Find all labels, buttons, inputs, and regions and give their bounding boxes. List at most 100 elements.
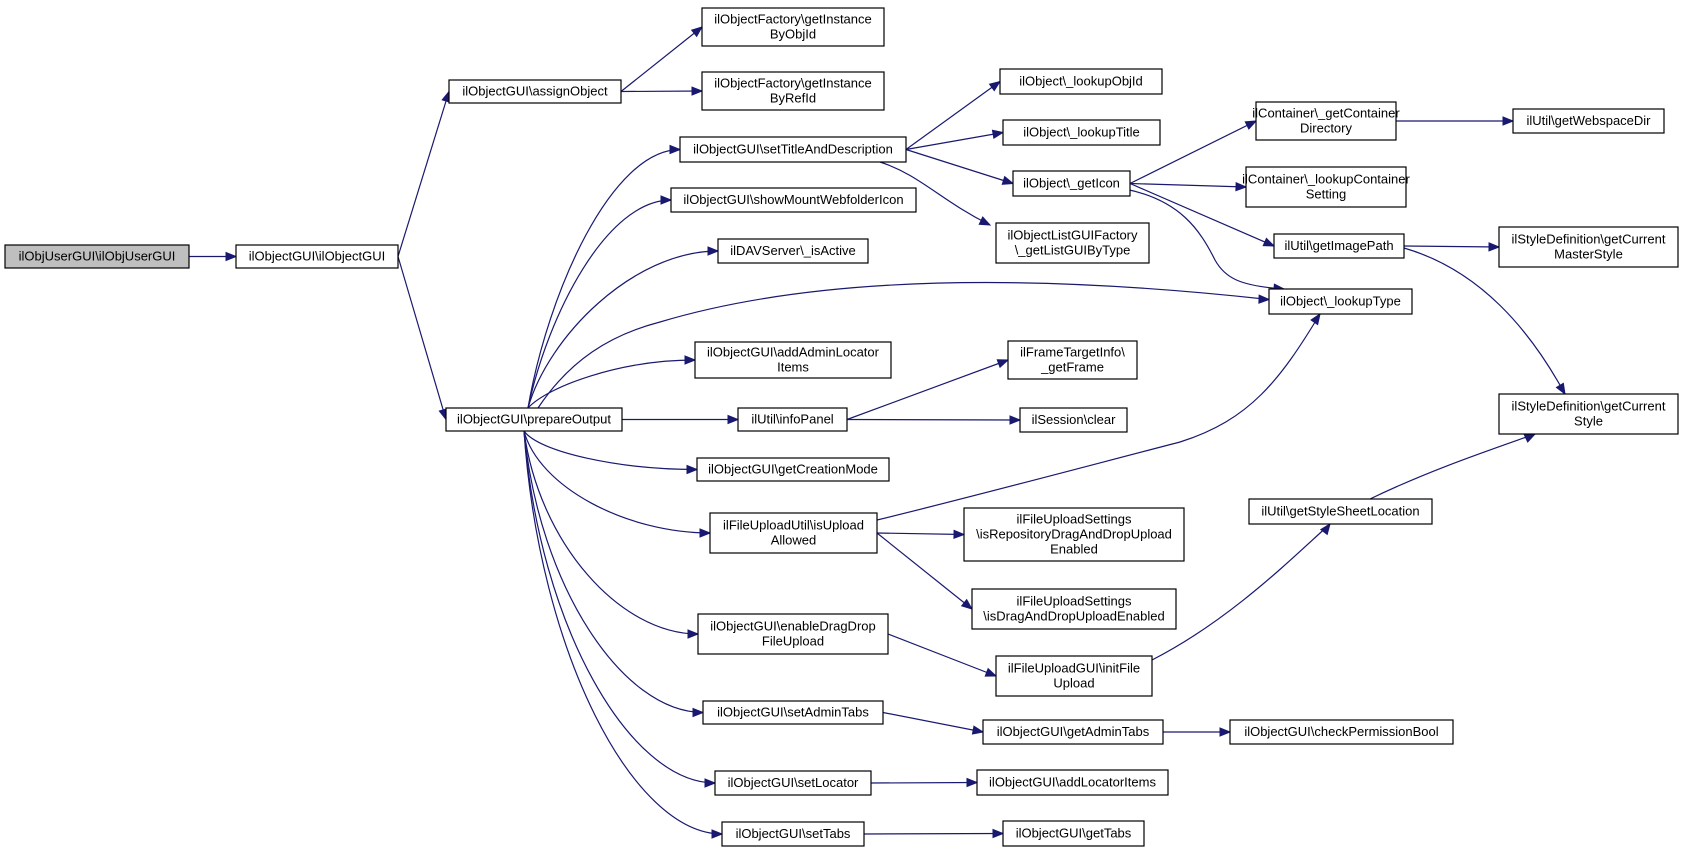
edge-arrowhead <box>992 828 1005 839</box>
edge-line <box>876 532 965 536</box>
node-lookupTitle[interactable]: ilObject\_lookupTitle <box>1002 119 1161 146</box>
edge-arrowhead <box>707 246 720 256</box>
edge-arrowhead <box>1488 242 1501 252</box>
node-box <box>1002 119 1161 146</box>
node-getIcon[interactable]: ilObject\_getIcon <box>1012 170 1131 197</box>
node-label: ilSession\clear <box>1032 412 1116 427</box>
edge-arrowhead <box>984 667 998 677</box>
node-prepare[interactable]: ilObjectGUI\prepareOutput <box>445 407 623 432</box>
node-setLocator[interactable]: ilObjectGUI\setLocator <box>714 770 872 796</box>
edge-arrowhead <box>686 464 699 475</box>
edge-arrowhead <box>1258 294 1271 304</box>
node-box <box>670 187 917 213</box>
node-davActive[interactable]: ilDAVServer\_isActive <box>717 238 869 264</box>
node-label: ilObject\_lookupObjId <box>1019 74 1143 89</box>
edge-initFile-to-styleSheet <box>1151 522 1331 661</box>
node-label: Upload <box>1053 676 1094 691</box>
node-isDD[interactable]: ilFileUploadSettings\isDragAndDropUpload… <box>971 588 1177 630</box>
node-label: ilObjectGUI\getTabs <box>1016 826 1132 841</box>
node-repoDD[interactable]: ilFileUploadSettings\isRepositoryDragAnd… <box>963 507 1185 562</box>
edge-prepare-to-setAdminTabs <box>523 430 705 718</box>
edge-arrowhead <box>687 629 700 639</box>
node-lookupType[interactable]: ilObject\_lookupType <box>1268 288 1413 315</box>
edge-prepare-to-infoPanel <box>622 414 740 425</box>
node-label: \_getListGUIByType <box>1015 243 1131 258</box>
node-box <box>702 700 884 725</box>
node-getAdminTabs[interactable]: ilObjectGUI\getAdminTabs <box>982 719 1164 745</box>
node-box <box>717 238 869 264</box>
edge-line <box>1403 247 1566 395</box>
node-box <box>995 222 1150 264</box>
node-box <box>1255 101 1397 141</box>
node-setAdminTabs[interactable]: ilObjectGUI\setAdminTabs <box>702 700 884 725</box>
node-getTabs[interactable]: ilObjectGUI\getTabs <box>1002 820 1145 847</box>
node-box <box>1273 233 1405 259</box>
node-box <box>1512 108 1665 134</box>
edge-arrowhead <box>691 86 704 96</box>
node-root[interactable]: ilObjUserGUI\ilObjUserGUI <box>4 244 190 269</box>
edge-isUpload-to-lookupType <box>876 312 1321 521</box>
node-box <box>1007 340 1138 380</box>
node-setTitle[interactable]: ilObjectGUI\setTitleAndDescription <box>679 136 907 163</box>
edge-arrowhead <box>1235 181 1248 192</box>
node-imagePath[interactable]: ilUtil\getImagePath <box>1273 233 1405 259</box>
node-infoPanel[interactable]: ilUtil\infoPanel <box>737 407 848 432</box>
node-label: ilObjectGUI\enableDragDrop <box>710 619 875 634</box>
edge-arrowhead <box>971 725 985 735</box>
node-box <box>1002 820 1145 847</box>
edge-arrowhead <box>704 778 717 788</box>
node-webspace[interactable]: ilUtil\getWebspaceDir <box>1512 108 1665 134</box>
node-getCreation[interactable]: ilObjectGUI\getCreationMode <box>696 457 890 482</box>
node-box <box>1268 288 1413 315</box>
node-listGUI[interactable]: ilObjectListGUIFactory\_getListGUIByType <box>995 222 1150 264</box>
edge-setTitle-to-lookupObjId <box>905 80 1002 150</box>
edge-line <box>523 430 711 534</box>
edge-arrowhead <box>978 216 992 226</box>
node-label: ilObjectFactory\getInstance <box>714 12 872 27</box>
edge-arrowhead <box>1262 237 1276 247</box>
node-label: ilObjectGUI\checkPermissionBool <box>1244 724 1438 739</box>
edge-enableDD-to-initFile <box>887 633 998 677</box>
edge-getIcon-to-contSetting <box>1129 181 1248 192</box>
edge-line <box>882 711 984 733</box>
edge-arrowhead <box>966 777 979 788</box>
node-label: ilStyleDefinition\getCurrent <box>1512 399 1666 414</box>
node-addLocItems[interactable]: ilObjectGUI\addLocatorItems <box>976 769 1169 796</box>
node-styleSheet[interactable]: ilUtil\getStyleSheetLocation <box>1248 498 1433 525</box>
node-sessClear[interactable]: ilSession\clear <box>1019 407 1128 433</box>
edge-arrowhead <box>960 598 974 610</box>
node-label: ilObjectGUI\addLocatorItems <box>989 775 1156 790</box>
node-assign[interactable]: ilObjectGUI\assignObject <box>448 79 622 104</box>
edge-arrowhead <box>1523 433 1537 443</box>
node-label: ilObjectGUI\setLocator <box>728 775 859 790</box>
node-box <box>1498 226 1679 268</box>
node-label: ilUtil\getStyleSheetLocation <box>1261 504 1419 519</box>
node-lookupObjId[interactable]: ilObject\_lookupObjId <box>999 68 1163 95</box>
node-frame[interactable]: ilFrameTargetInfo\_getFrame <box>1007 340 1138 380</box>
edge-prepare-to-showMount <box>527 195 673 409</box>
edge-line <box>887 633 997 677</box>
node-ctor[interactable]: ilObjectGUI\ilObjectGUI <box>235 244 399 269</box>
node-setTabs[interactable]: ilObjectGUI\setTabs <box>721 821 865 847</box>
edge-line <box>1129 182 1275 247</box>
node-label: ilObject\_lookupType <box>1280 294 1401 309</box>
node-box <box>1012 170 1131 197</box>
edge-line <box>1124 188 1285 290</box>
node-checkPerm[interactable]: ilObjectGUI\checkPermissionBool <box>1229 719 1454 745</box>
edge-root-to-ctor <box>189 251 238 262</box>
edge-arrowhead <box>684 355 697 365</box>
edge-line <box>870 781 978 784</box>
node-showMount[interactable]: ilObjectGUI\showMountWebfolderIcon <box>670 187 917 213</box>
edge-getIcon-to-imagePath <box>1129 182 1276 247</box>
node-label: \isRepositoryDragAndDropUpload <box>976 527 1172 542</box>
